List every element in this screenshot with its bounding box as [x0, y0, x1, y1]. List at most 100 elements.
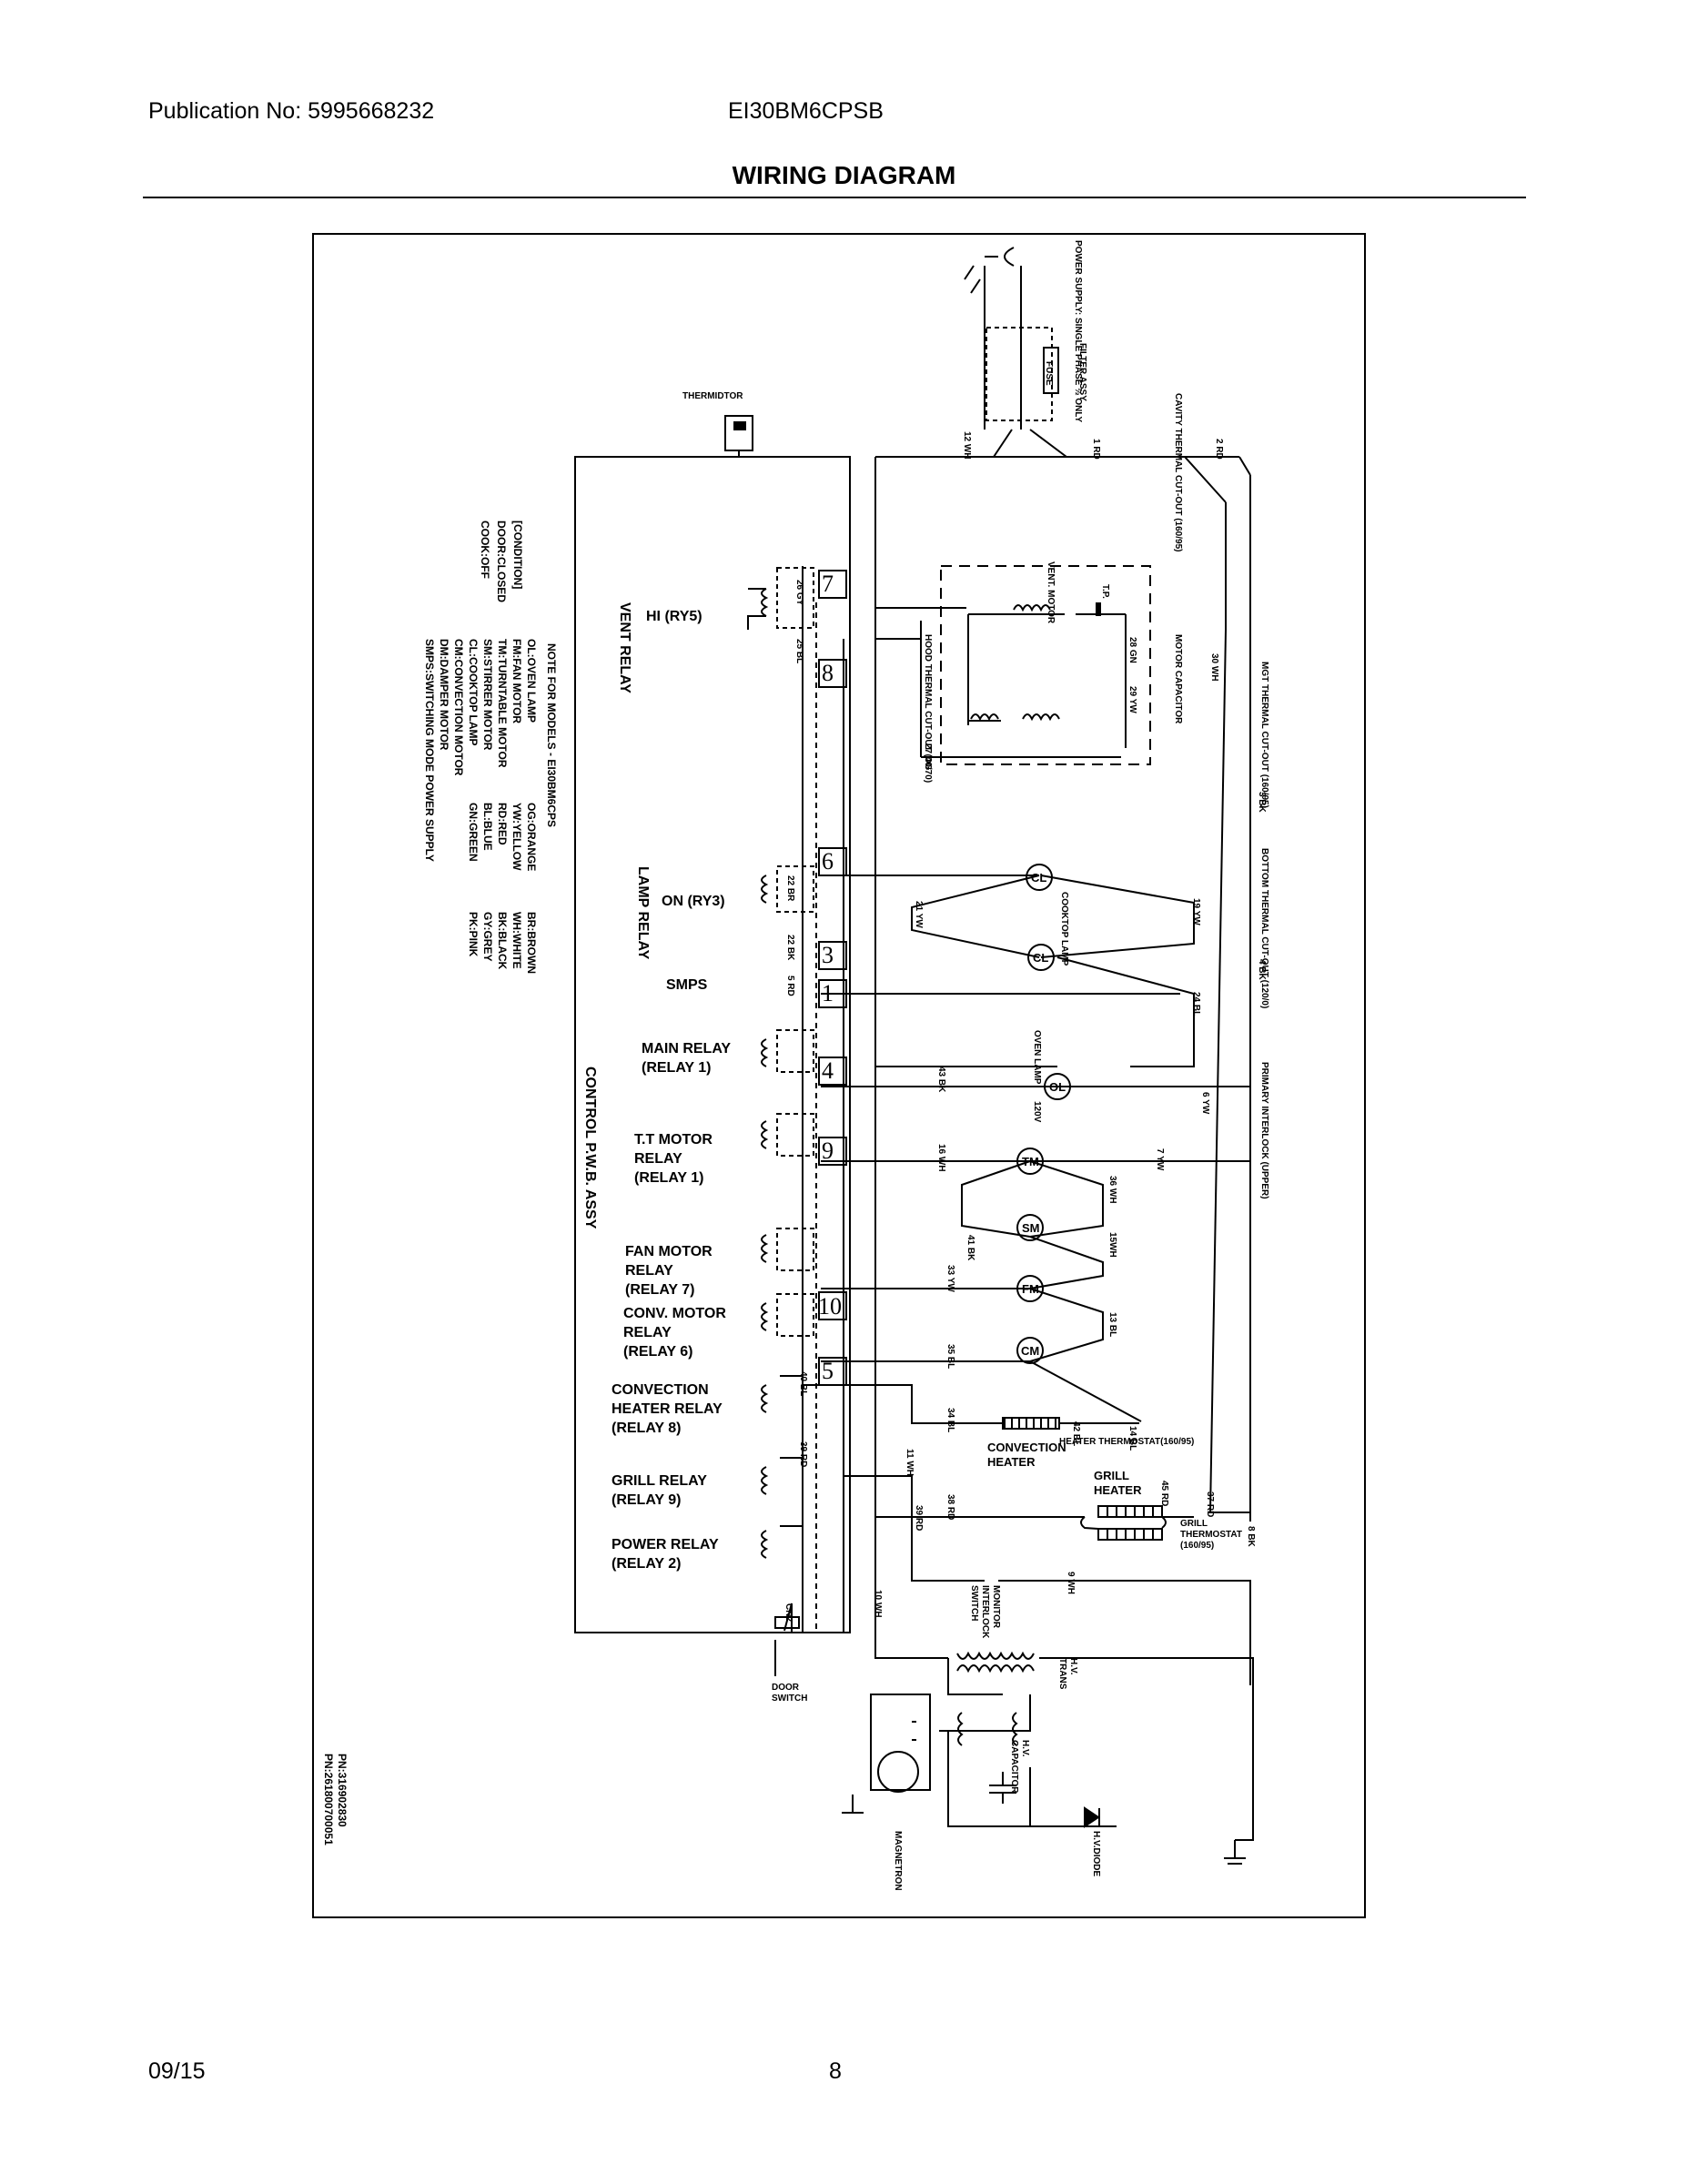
connector-10: 10 [818, 1293, 842, 1320]
wire-label: 13 BL [1107, 1312, 1117, 1337]
conv-heater-relay-label: CONVECTION [612, 1382, 709, 1398]
stirrer-motor-symbol: SM [1022, 1221, 1040, 1235]
connector-3: 3 [822, 942, 834, 968]
monitor-switch-label-3: SWITCH [969, 1585, 979, 1621]
wire-label: 24 BL [1191, 992, 1201, 1016]
on-ry3-label: ON (RY3) [662, 894, 725, 909]
model-number: EI30BM6CPSB [728, 98, 884, 124]
conv-motor-relay-label-2: RELAY [623, 1325, 672, 1340]
door-switch-label-2: SWITCH [772, 1694, 807, 1704]
legend-item: FM:FAN MOTOR [510, 639, 523, 723]
grill-thermostat-label-2: THERMOSTAT [1180, 1530, 1242, 1540]
color-code: BK:BLACK [496, 912, 509, 970]
legend-item: CM:CONVECTION MOTOR [452, 639, 465, 776]
component-circles [877, 864, 1071, 1793]
door-switch-label: DOOR [772, 1683, 800, 1693]
fan-motor-relay-label: FAN MOTOR [625, 1244, 713, 1259]
diagram-frame [312, 233, 1366, 1918]
wire-label: 21 YW [914, 901, 924, 928]
wire-label: 5 RD [785, 976, 795, 996]
connector-4: 4 [822, 1057, 834, 1084]
publication-number: Publication No: 5995668232 [148, 98, 435, 124]
conv-motor-relay-label: CONV. MOTOR [623, 1306, 726, 1321]
connector-1: 1 [822, 980, 834, 1006]
wire-label: 22 BK [785, 935, 795, 961]
legend-item: OL:OVEN LAMP [525, 639, 538, 723]
magnetron-label: MAGNETRON [893, 1831, 903, 1891]
hood-thermal-label: HOOD THERMAL CUT-OUT (40/70) [923, 634, 933, 783]
legend-item: CL:COOKTOP LAMP [467, 639, 480, 746]
wiring-lines [574, 266, 1254, 1865]
wire-label: 41 BK [965, 1235, 975, 1261]
power-relay-label-2: (RELAY 2) [612, 1556, 681, 1572]
wire-label: 34 BL [945, 1408, 955, 1432]
legend-item: TM:TURNTABLE MOTOR [496, 639, 509, 768]
wire-label: 35 BL [945, 1344, 955, 1369]
color-code: PK:PINK [467, 912, 480, 957]
wire-label: 8 BK [1246, 1526, 1256, 1548]
main-relay-label-2: (RELAY 1) [642, 1060, 711, 1076]
color-code: WH:WHITE [510, 912, 523, 969]
wire-label: 45 RD [1159, 1481, 1169, 1506]
conv-motor-relay-label-3: (RELAY 6) [623, 1344, 692, 1360]
fan-motor-symbol: FM [1022, 1282, 1039, 1296]
control-pwb-label: CONTROL P.W.B. ASSY [582, 1067, 598, 1229]
wire-label: 22 BR [785, 875, 795, 902]
wire-label: 39 RD [914, 1505, 924, 1531]
cooktop-lamp-label: COOKTOP LAMP [1059, 892, 1069, 966]
wire-label: 3 BK [1257, 792, 1267, 814]
connector-8: 8 [822, 660, 834, 686]
wire-label: 29 YW [1127, 686, 1137, 713]
wire-label: 9 WH [1066, 1572, 1076, 1594]
cn2-label: CN2 [783, 1603, 793, 1622]
condition-cook: COOK:OFF [479, 521, 491, 579]
wire-label: 2 RD [1214, 439, 1224, 460]
wire-label: 25 BL [794, 639, 804, 663]
connector-9: 9 [822, 1138, 834, 1164]
coil-symbols [956, 604, 1060, 1746]
grill-heater-label-2: HEATER [1094, 1483, 1142, 1497]
hv-capacitor-label: H.V. [1020, 1740, 1030, 1757]
condition-door: DOOR:CLOSED [495, 521, 508, 602]
heater-thermostat-label: HEATER THERMOSTAT(160/95) [1059, 1437, 1194, 1447]
page-title: WIRING DIAGRAM [732, 161, 956, 189]
convection-motor-symbol: CM [1021, 1344, 1039, 1358]
color-code: BL:BLUE [481, 803, 494, 851]
wire-label: 43 BK [936, 1067, 946, 1093]
wire-label: 7 YW [1155, 1148, 1165, 1171]
primary-interlock-label: PRIMARY INTERLOCK (UPPER) [1259, 1062, 1269, 1199]
tt-motor-relay-label: T.T MOTOR [634, 1132, 713, 1148]
legend-item: SMPS:SWITCHING MODE POWER SUPPLY [423, 639, 436, 862]
wire-label: 6 YW [1200, 1092, 1210, 1115]
tt-motor-relay-label-3: (RELAY 1) [634, 1170, 703, 1186]
grill-relay-label: GRILL RELAY [612, 1473, 707, 1489]
oven-lamp-label: OVEN LAMP [1032, 1030, 1042, 1085]
smps-label: SMPS [666, 977, 708, 993]
oven-lamp-symbol: OL [1049, 1080, 1066, 1094]
wire-label: 38 RD [945, 1494, 955, 1520]
vent-relay-label: VENT RELAY [617, 602, 632, 693]
wire-label: 12 WH [962, 431, 972, 460]
conv-heater-relay-label-2: HEATER RELAY [612, 1401, 723, 1417]
wire-label: 11 WH [905, 1449, 915, 1476]
hv-capacitor-label-2: CAPACITOR [1009, 1740, 1019, 1794]
fan-motor-relay-label-3: (RELAY 7) [625, 1282, 694, 1298]
color-code: YW:YELLOW [510, 803, 523, 871]
condition-label: [CONDITION] [511, 521, 524, 589]
relay-symbols [747, 567, 814, 1559]
wire-label: 28 GN [1127, 637, 1137, 663]
power-relay-label: POWER RELAY [612, 1537, 719, 1552]
thermistor-label: THERMIDTOR [682, 391, 743, 401]
bottom-thermal-label: BOTTOM THERMAL CUT-OUT (120/0) [1259, 848, 1269, 1008]
wire-label: 30 WH [1209, 653, 1219, 682]
wire-label: 26 GY [794, 580, 804, 606]
color-code: RD:RED [496, 803, 509, 845]
fan-motor-relay-label-2: RELAY [625, 1263, 673, 1279]
wire-label: 27 OG [923, 743, 933, 771]
misc-symbols [724, 247, 1101, 1828]
wire-label: 42 BL [1071, 1421, 1081, 1446]
color-code: OG:ORANGE [525, 803, 538, 871]
wiring-diagram: 7 8 6 3 1 4 9 10 5 CL CL OL TM SM FM CM … [322, 240, 1269, 1891]
wire-label: 16 WH [936, 1144, 946, 1172]
title-rule [143, 197, 1526, 198]
